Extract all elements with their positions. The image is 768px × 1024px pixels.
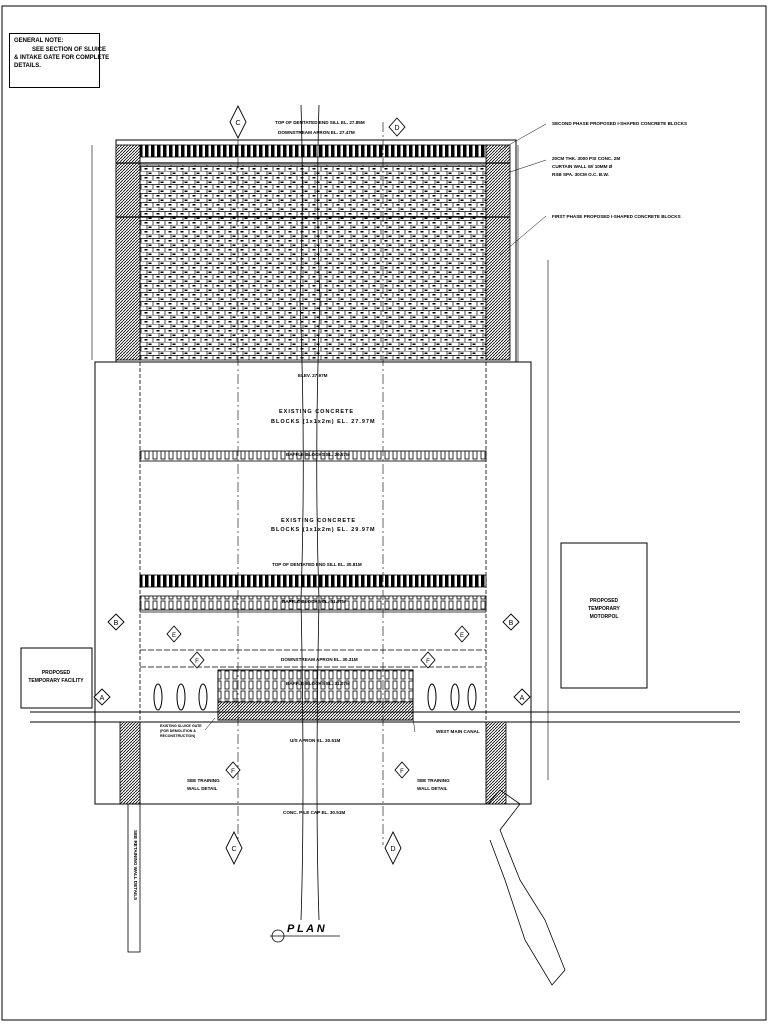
section-marker-f-lower-left: F bbox=[225, 761, 241, 779]
section-marker-f-right: F bbox=[420, 651, 436, 669]
top-dentated-label: TOP OF DENTATED END SILL EL. 27.85M bbox=[275, 120, 365, 125]
training-wall-label: WALL DETAIL bbox=[187, 786, 218, 791]
existing-blocks-label: EXISTING CONCRETE bbox=[281, 518, 356, 524]
section-marker-c-top: C bbox=[229, 104, 247, 140]
svg-text:MOTORPOL: MOTORPOL bbox=[590, 614, 619, 620]
retaining-wall-label: SEE RETAINING WALL DETAILS bbox=[133, 830, 138, 900]
first-phase-label: FIRST PHASE PROPOSED I-SHAPED CONCRETE B… bbox=[552, 214, 681, 219]
section-marker-f-left: F bbox=[189, 651, 205, 669]
second-phase-label: SECOND PHASE PROPOSED I-SHAPED CONCRETE … bbox=[552, 121, 687, 126]
general-note-line: SEE SECTION OF SLUICE bbox=[32, 47, 107, 53]
svg-text:TEMPORARY: TEMPORARY bbox=[588, 606, 620, 612]
section-marker-b-right: B bbox=[502, 613, 520, 631]
section-marker-b-left: B bbox=[107, 613, 125, 631]
pier-group-right bbox=[427, 683, 477, 711]
svg-text:PROPOSED: PROPOSED bbox=[42, 670, 71, 676]
left-curtain-wall bbox=[115, 144, 141, 361]
baffle-row-2 bbox=[139, 595, 487, 611]
general-note-box: GENERAL NOTE: SEE SECTION OF SLUICE & IN… bbox=[9, 33, 109, 88]
pier-group-left bbox=[153, 683, 208, 711]
pile-cap-label: CONC. PILE CAP EL. 30.51M bbox=[283, 810, 345, 815]
section-marker-c-bottom: C bbox=[225, 830, 243, 866]
downstream-apron-label: DOWNSTREAM APRON EL. 30.31M bbox=[281, 657, 358, 662]
svg-text:F: F bbox=[426, 659, 430, 665]
svg-text:B: B bbox=[509, 620, 514, 627]
top-dentated-label: TOP OF DENTATED END SILL EL. 30.81M bbox=[272, 562, 362, 567]
svg-text:F: F bbox=[231, 769, 235, 775]
baffle-blocks-label: BAFFLE BLOCKS EL. 31.07M bbox=[286, 681, 350, 686]
training-wall-label: SEE TRAINING bbox=[417, 778, 450, 783]
svg-text:TEMPORARY FACILITY: TEMPORARY FACILITY bbox=[28, 678, 84, 684]
baffle-blocks-label: BAFFLE BLOCKS EL. 29.57M bbox=[286, 452, 350, 457]
existing-blocks-label: BLOCKS (1x1x2m) EL. 27.97M bbox=[271, 419, 376, 425]
plan-title: P L A N bbox=[270, 923, 340, 943]
main-structure-outline bbox=[94, 361, 532, 805]
svg-text:B: B bbox=[114, 620, 119, 627]
svg-text:E: E bbox=[172, 633, 176, 639]
section-marker-d-bottom: D bbox=[384, 830, 402, 866]
svg-text:F: F bbox=[195, 659, 199, 665]
curtain-wall-label: RSB SPA. 30CM O.C. B.W. bbox=[552, 172, 609, 177]
west-canal-wall bbox=[487, 789, 566, 986]
svg-text:F: F bbox=[400, 769, 404, 775]
svg-text:PROPOSED: PROPOSED bbox=[590, 598, 619, 604]
existing-blocks-label: BLOCKS (1x1x2m) EL. 29.97M bbox=[271, 527, 376, 533]
elevation-label: ELEV. 27.97M bbox=[298, 373, 328, 378]
right-curtain-wall bbox=[485, 144, 511, 361]
baffle-row-1 bbox=[139, 450, 487, 462]
section-marker-a-left: A bbox=[93, 688, 111, 706]
svg-text:P L A N: P L A N bbox=[287, 923, 326, 935]
general-note-heading: GENERAL NOTE: bbox=[14, 38, 64, 44]
baffle-blocks-label: BAFFLE BLOCKS EL. 31.07M bbox=[282, 599, 346, 604]
general-note-line: & INTAKE GATE FOR COMPLETE bbox=[14, 55, 110, 61]
curtain-wall-label: CURTAIN WALL W/ 10MM Ø bbox=[552, 164, 613, 169]
svg-text:C: C bbox=[235, 120, 240, 127]
existing-sluice-label: RECONSTRUCTION) bbox=[160, 734, 196, 738]
concrete-block-field bbox=[139, 164, 487, 361]
section-marker-f-lower-right: F bbox=[394, 761, 410, 779]
end-sill-row bbox=[139, 144, 487, 158]
training-wall-label: SEE TRAINING bbox=[187, 778, 220, 783]
existing-sluice-label: EXISTING SLUICE GATE bbox=[160, 724, 202, 728]
general-note-line: DETAILS. bbox=[14, 63, 41, 69]
svg-text:E: E bbox=[460, 633, 464, 639]
svg-text:A: A bbox=[100, 695, 105, 702]
svg-text:D: D bbox=[394, 125, 399, 132]
us-apron-label: U/S APRON EL. 30.51M bbox=[290, 738, 341, 743]
svg-text:A: A bbox=[520, 695, 525, 702]
temporary-facility-box: PROPOSED TEMPORARY FACILITY bbox=[20, 647, 93, 709]
temporary-motorpol-box: PROPOSED TEMPORARY MOTORPOL bbox=[560, 542, 648, 689]
downstream-apron-label: DOWNSTREAM APRON EL. 27.47M bbox=[278, 130, 355, 135]
dentated-sill-row bbox=[139, 574, 487, 588]
west-main-canal-label: WEST MAIN CANAL bbox=[436, 729, 480, 734]
sheet-border bbox=[1, 5, 767, 1021]
section-marker-e-left: E bbox=[166, 625, 182, 643]
retaining-wall-strip bbox=[127, 803, 141, 953]
section-marker-a-right: A bbox=[513, 688, 531, 706]
curtain-wall-label: 20CM THK. 3000 PSI CONC. 2M bbox=[552, 156, 620, 161]
existing-blocks-label: EXISTING CONCRETE bbox=[279, 409, 354, 415]
existing-sluice-label: (FOR DEMOLITION & bbox=[160, 729, 196, 733]
section-marker-d-top: D bbox=[388, 117, 406, 137]
svg-text:D: D bbox=[390, 846, 395, 853]
svg-text:C: C bbox=[231, 846, 236, 853]
training-wall-label: WALL DETAIL bbox=[417, 786, 448, 791]
section-marker-e-right: E bbox=[454, 625, 470, 643]
